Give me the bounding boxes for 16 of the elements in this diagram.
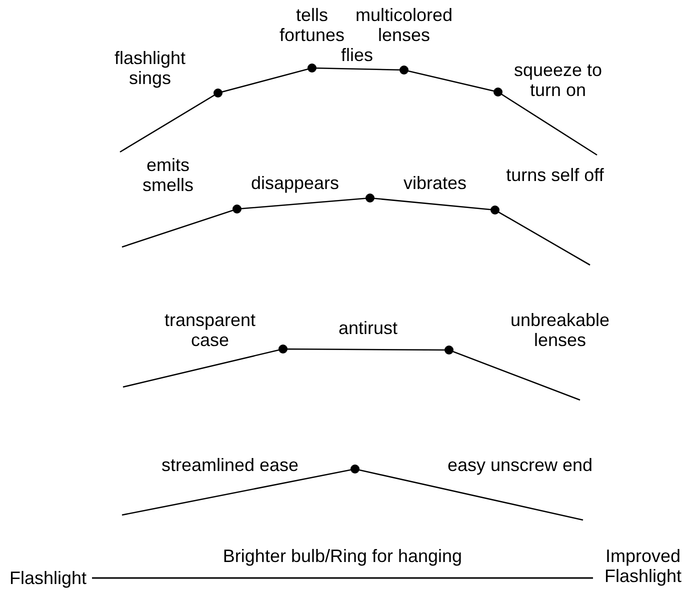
feature-label: disappears [250,173,340,193]
feature-label: vibrates [402,173,468,193]
feature-label: emits smells [141,155,194,195]
feature-label: streamlined ease [160,455,300,475]
feature-label: antirust [337,318,399,338]
feature-label: turns self off [505,165,605,185]
feature-label: squeeze to turn on [512,60,604,100]
feature-label: unbreakable lenses [509,310,611,350]
feature-label: easy unscrew end [446,455,594,475]
stage-label: Improved Flashlight [597,546,689,586]
connector-line [92,577,593,579]
feature-label: flashlight sings [113,48,187,88]
feature-label: flies [340,45,374,65]
feature-label: transparent case [163,310,257,350]
stage-label: Flashlight [6,568,90,588]
edge-label: Brighter bulb/Ring for hanging [222,546,462,566]
